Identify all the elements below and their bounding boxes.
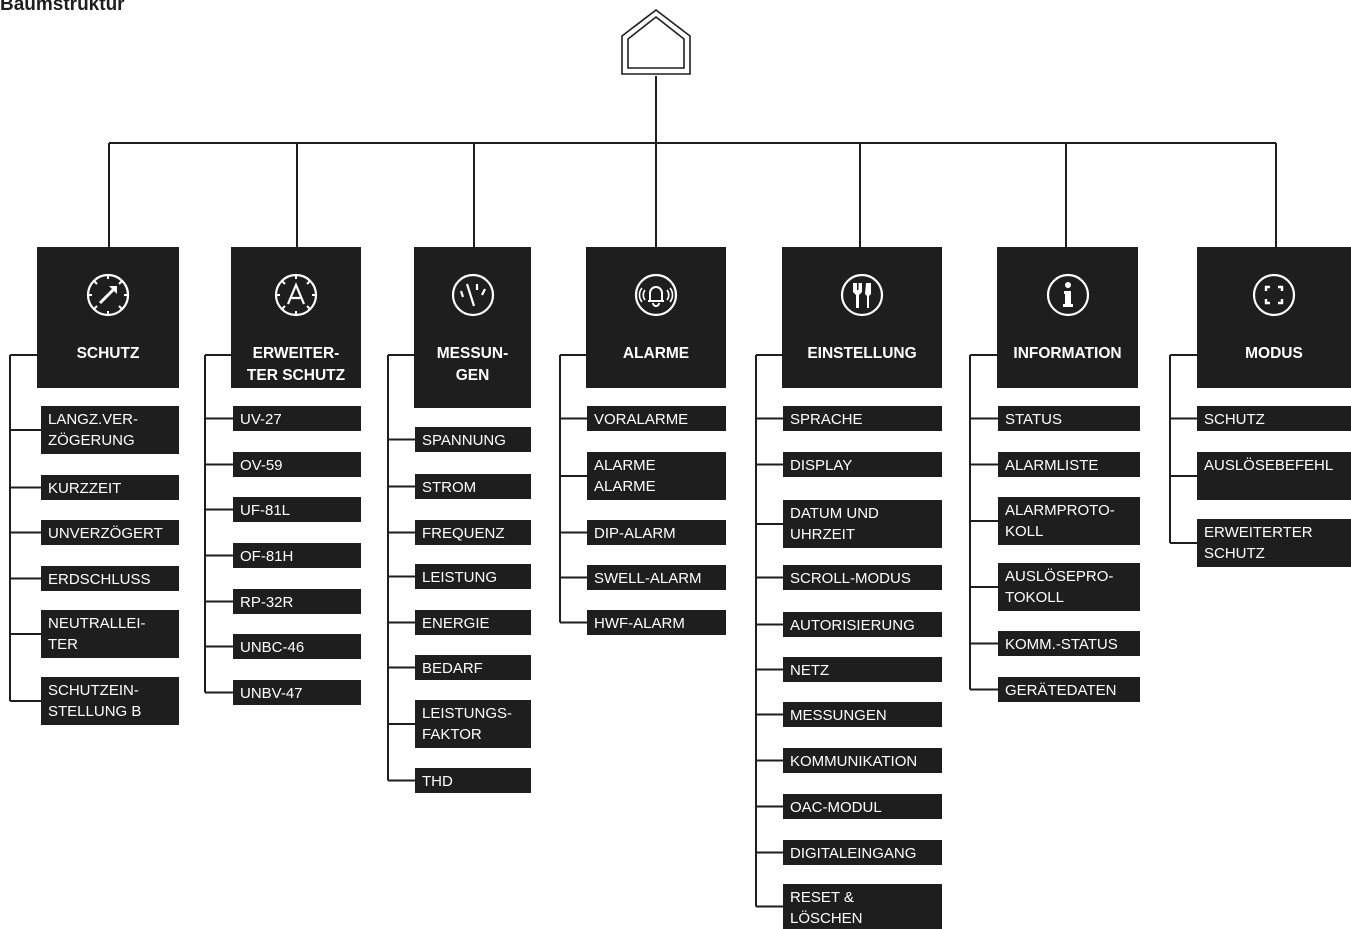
menu-item[interactable]: RESET & LÖSCHEN — [783, 884, 942, 929]
menu-item[interactable]: ALARME ALARME — [587, 452, 726, 500]
category-label: MESSUN- GEN — [436, 345, 509, 384]
menu-item[interactable]: UV-27 — [233, 406, 361, 431]
menu-item[interactable]: KOMMUNIKATION — [783, 748, 942, 773]
menu-item[interactable]: OF-81H — [233, 543, 361, 568]
category-label: INFORMATION — [1013, 345, 1122, 362]
menu-item[interactable]: RP-32R — [233, 589, 361, 614]
meter-needle-icon — [451, 273, 494, 317]
menu-item[interactable]: AUSLÖSEBEFEHL — [1197, 452, 1351, 500]
menu-item[interactable]: SPANNUNG — [415, 427, 531, 452]
menu-item[interactable]: OAC-MODUL — [783, 794, 942, 819]
menu-item[interactable]: SPRACHE — [783, 406, 942, 431]
category-4[interactable]: EINSTELLUNG — [782, 247, 942, 388]
home-icon[interactable] — [620, 8, 692, 76]
menu-item[interactable]: ERDSCHLUSS — [41, 566, 179, 591]
menu-item[interactable]: ENERGIE — [415, 610, 531, 635]
category-label: ALARME — [622, 345, 690, 362]
menu-item[interactable]: HWF-ALARM — [587, 610, 726, 635]
menu-item[interactable]: SCHUTZ — [1197, 406, 1351, 431]
menu-item[interactable]: AUTORISIERUNG — [783, 612, 942, 637]
gauge-a-icon — [274, 273, 318, 317]
menu-item[interactable]: KURZZEIT — [41, 475, 179, 500]
menu-item[interactable]: LANGZ.VER- ZÖGERUNG — [41, 406, 179, 454]
menu-item[interactable]: SCHUTZEIN- STELLUNG B — [41, 677, 179, 725]
menu-item[interactable]: MESSUNGEN — [783, 702, 942, 727]
menu-item[interactable]: DIP-ALARM — [587, 520, 726, 545]
menu-item[interactable]: STATUS — [998, 406, 1140, 431]
menu-item[interactable]: DIGITALEINGANG — [783, 840, 942, 865]
menu-item[interactable]: STROM — [415, 474, 531, 499]
menu-item[interactable]: UNVERZÖGERT — [41, 520, 179, 545]
menu-item[interactable]: VORALARME — [587, 406, 726, 431]
focus-frame-icon — [1252, 273, 1296, 317]
menu-item[interactable]: OV-59 — [233, 452, 361, 477]
tools-icon — [840, 273, 884, 317]
page-title: Baumstruktur — [0, 0, 125, 15]
category-5[interactable]: INFORMATION — [997, 247, 1138, 388]
menu-item[interactable]: BEDARF — [415, 655, 531, 680]
menu-item[interactable]: AUSLÖSEPRO- TOKOLL — [998, 563, 1140, 611]
menu-item[interactable]: LEISTUNGS- FAKTOR — [415, 700, 531, 748]
category-6[interactable]: MODUS — [1197, 247, 1351, 388]
menu-item[interactable]: UNBC-46 — [233, 634, 361, 659]
menu-item[interactable]: ALARMPROTO- KOLL — [998, 497, 1140, 545]
menu-item[interactable]: GERÄTEDATEN — [998, 677, 1140, 702]
menu-item[interactable]: KOMM.-STATUS — [998, 631, 1140, 656]
menu-item[interactable]: THD — [415, 768, 531, 793]
category-label: SCHUTZ — [76, 345, 140, 362]
menu-item[interactable]: NETZ — [783, 657, 942, 682]
category-0[interactable]: SCHUTZ — [37, 247, 179, 388]
menu-item[interactable]: DISPLAY — [783, 452, 942, 477]
category-3[interactable]: ALARME — [586, 247, 726, 388]
menu-item[interactable]: SCROLL-MODUS — [783, 565, 942, 590]
menu-item[interactable]: UNBV-47 — [233, 680, 361, 705]
category-label: ERWEITER- TER SCHUTZ — [246, 345, 346, 384]
menu-item[interactable]: SWELL-ALARM — [587, 565, 726, 590]
info-icon — [1046, 273, 1089, 317]
gauge-arrow-icon — [86, 273, 130, 317]
menu-item[interactable]: UF-81L — [233, 497, 361, 522]
menu-item[interactable]: ERWEITERTER SCHUTZ — [1197, 519, 1351, 567]
menu-item[interactable]: LEISTUNG — [415, 564, 531, 589]
category-1[interactable]: ERWEITER- TER SCHUTZ — [231, 247, 361, 388]
category-2[interactable]: MESSUN- GEN — [414, 247, 531, 408]
menu-item[interactable]: NEUTRALLEI- TER — [41, 610, 179, 658]
menu-item[interactable]: FREQUENZ — [415, 520, 531, 545]
bell-icon — [634, 273, 678, 317]
category-label: EINSTELLUNG — [807, 345, 917, 362]
category-label: MODUS — [1245, 345, 1303, 362]
menu-item[interactable]: ALARMLISTE — [998, 452, 1140, 477]
menu-item[interactable]: DATUM UND UHRZEIT — [783, 500, 942, 548]
